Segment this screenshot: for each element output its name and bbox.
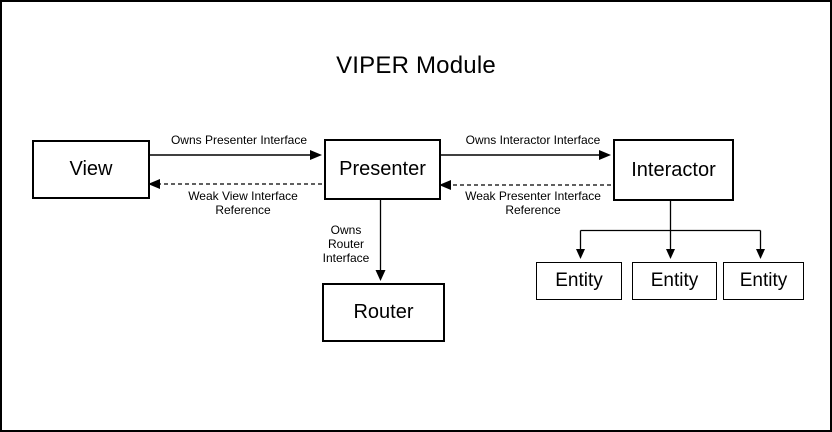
edge-presenter-to-router-arrowhead-icon	[375, 270, 386, 281]
node-entity-3: Entity	[723, 262, 804, 300]
node-presenter: Presenter	[324, 139, 441, 200]
node-interactor-label: Interactor	[631, 158, 716, 181]
edge-interactor-to-entity1-arrowhead-icon	[576, 249, 585, 259]
edge-label-weak-view-line2: Reference	[215, 203, 271, 217]
edge-interactor-to-entity3-arrowhead-icon	[756, 249, 765, 259]
edge-label-weak-view-interface-reference: Weak View Interface Reference	[188, 189, 298, 217]
edge-presenter-to-interactor-arrowhead-icon	[599, 150, 611, 160]
edge-label-owns-router-interface: Owns Router Interface	[323, 223, 370, 265]
edge-interactor-to-entities-branch-line	[579, 199, 762, 250]
edge-view-to-presenter-arrowhead-icon	[310, 150, 322, 160]
node-view-label: View	[69, 158, 113, 180]
node-router: Router	[322, 283, 445, 342]
node-entity-3-label: Entity	[739, 270, 788, 291]
node-interactor: Interactor	[613, 139, 734, 201]
edge-label-weak-view-line1: Weak View Interface	[188, 189, 298, 203]
edge-label-owns-interactor-interface: Owns Interactor Interface	[465, 133, 601, 147]
edge-label-weak-presenter-line1: Weak Presenter Interface	[465, 189, 601, 203]
node-router-label: Router	[353, 301, 414, 323]
edge-label-owns-presenter-interface: Owns Presenter Interface	[170, 133, 308, 147]
edge-label-weak-presenter-interface-reference: Weak Presenter Interface Reference	[465, 189, 601, 217]
edge-label-owns-router-line3: Interface	[322, 251, 370, 265]
node-entity-2: Entity	[632, 262, 717, 300]
node-entity-1: Entity	[536, 262, 622, 300]
edge-label-weak-presenter-line2: Reference	[505, 203, 561, 217]
edge-interactor-to-entity2-arrowhead-icon	[666, 249, 675, 259]
node-entity-2-label: Entity	[650, 270, 699, 291]
node-view: View	[32, 140, 150, 199]
node-presenter-label: Presenter	[339, 158, 426, 180]
node-entity-1-label: Entity	[555, 270, 603, 291]
diagram-title: VIPER Module	[336, 52, 496, 79]
edge-label-owns-router-line2: Router	[327, 237, 365, 251]
edge-label-owns-router-line1: Owns	[330, 223, 362, 237]
